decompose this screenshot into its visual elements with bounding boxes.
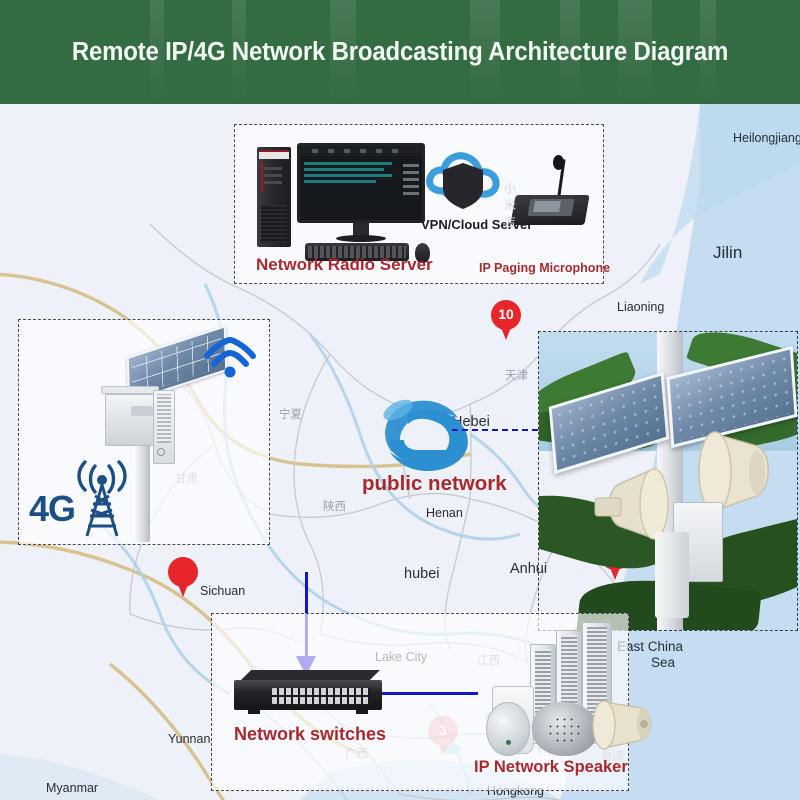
hebei-connector-dashed-line	[452, 429, 538, 431]
map-label-cn: 宁夏	[279, 409, 302, 421]
server-mouse	[415, 243, 430, 263]
server-and-microphone-panel: VPN/Cloud Server 小米吉 Network Radio Serve…	[234, 124, 610, 284]
solar-4g-broadcast-terminal-panel: 4G	[18, 319, 270, 545]
header-streak	[232, 0, 246, 104]
map-label-cn: 陕西	[323, 501, 346, 513]
map-label: Heilongjiang	[733, 131, 800, 145]
mic-watermark: 小米吉	[503, 181, 517, 229]
4g-label: 4G	[29, 488, 76, 529]
ip-network-speaker-label: IP Network Speaker	[474, 758, 628, 776]
map-label: Henan	[426, 506, 463, 520]
map-pin-sichuan[interactable]	[168, 557, 198, 597]
page-title: Remote IP/4G Network Broadcasting Archit…	[71, 37, 729, 66]
header-banner: Remote IP/4G Network Broadcasting Archit…	[0, 0, 800, 104]
map-label: Anhui	[510, 561, 548, 577]
map-label: Liaoning	[617, 300, 665, 314]
header-streak	[700, 0, 716, 104]
pin-head	[491, 300, 521, 330]
map-label: Sea	[651, 655, 676, 670]
pin-head	[168, 557, 198, 587]
vpn-cloud-server-label: VPN/Cloud Server	[421, 217, 533, 232]
map-label: Myanmar	[46, 781, 99, 795]
switch-to-speaker-line	[382, 692, 478, 695]
map-pin-10[interactable]: 10	[491, 300, 521, 340]
header-streak	[330, 0, 356, 104]
network-switches-label: Network switches	[234, 724, 387, 744]
server-keyboard	[305, 243, 409, 261]
network-radio-server-label: Network Radio Server	[256, 255, 433, 274]
ip-paging-microphone-label: IP Paging Microphone	[479, 261, 611, 275]
pin-number: 10	[498, 306, 514, 322]
public-network-label: public network	[362, 472, 507, 495]
rock-speaker	[532, 702, 598, 756]
switch-and-speaker-panel: Network switches	[211, 613, 652, 791]
map-label: Sichuan	[200, 584, 246, 598]
header-streak	[618, 0, 652, 104]
photo-battery-box	[655, 532, 689, 618]
map-label: Jilin	[713, 243, 743, 262]
header-streak	[560, 0, 580, 104]
header-streak	[150, 0, 164, 104]
map-label-cn: 天津	[505, 370, 528, 382]
ceiling-speaker	[486, 702, 530, 756]
map-label: East China	[617, 639, 684, 654]
map-label: Yunnan	[168, 732, 211, 746]
map-label: hubei	[404, 566, 440, 582]
header-streak	[470, 0, 500, 104]
solar-horn-speaker-photo-panel	[538, 331, 798, 631]
